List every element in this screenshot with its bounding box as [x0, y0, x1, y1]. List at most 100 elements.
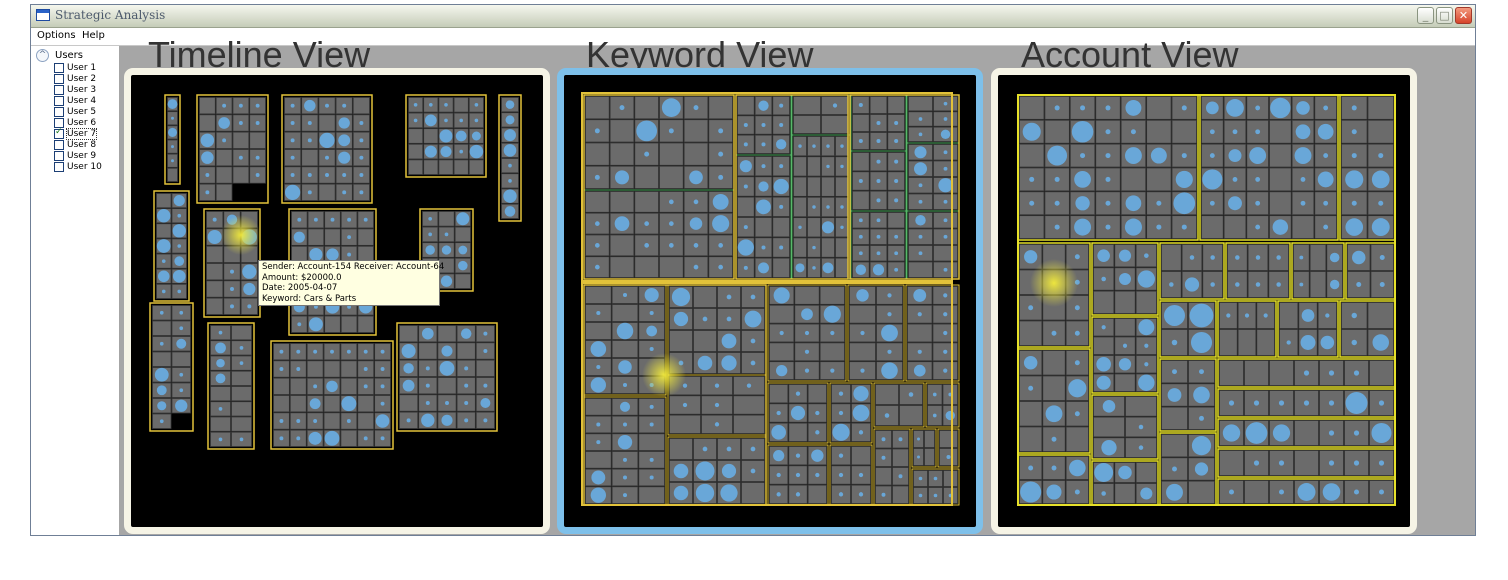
treemap-cell[interactable]	[454, 226, 471, 243]
transaction-dot[interactable]	[359, 173, 364, 177]
transaction-dot[interactable]	[1140, 487, 1153, 500]
transaction-dot[interactable]	[712, 193, 729, 210]
transaction-dot[interactable]	[504, 129, 516, 142]
treemap-cell[interactable]	[408, 143, 424, 160]
transaction-dot[interactable]	[218, 437, 223, 442]
transaction-dot[interactable]	[222, 103, 227, 108]
transaction-dot[interactable]	[894, 138, 899, 144]
treemap-cell[interactable]	[324, 315, 341, 333]
treemap-cell[interactable]	[1294, 420, 1319, 446]
treemap-cell[interactable]	[907, 323, 933, 343]
transaction-dot[interactable]	[743, 225, 748, 230]
transaction-dot[interactable]	[1351, 105, 1357, 111]
treemap-cell[interactable]	[399, 325, 419, 343]
treemap-cell[interactable]	[357, 395, 375, 413]
transaction-dot[interactable]	[363, 217, 368, 222]
transaction-dot[interactable]	[1138, 374, 1155, 391]
transaction-dot[interactable]	[363, 367, 368, 371]
transaction-dot[interactable]	[1228, 196, 1242, 211]
transaction-dot[interactable]	[307, 138, 312, 143]
transaction-dot[interactable]	[157, 208, 171, 223]
treemap-cell[interactable]	[156, 223, 172, 239]
transaction-dot[interactable]	[290, 138, 295, 143]
transaction-dot[interactable]	[1351, 153, 1357, 159]
transaction-dot[interactable]	[838, 492, 844, 497]
transaction-dot[interactable]	[795, 263, 805, 273]
transaction-dot[interactable]	[838, 472, 844, 478]
transaction-dot[interactable]	[255, 173, 260, 177]
treemap-cell[interactable]	[357, 228, 374, 246]
transaction-dot[interactable]	[296, 367, 301, 371]
transaction-dot[interactable]	[761, 164, 766, 169]
transaction-dot[interactable]	[445, 401, 449, 405]
transaction-dot[interactable]	[1181, 224, 1187, 230]
treemap-cell[interactable]	[340, 315, 358, 333]
treemap-cell[interactable]	[875, 384, 899, 405]
transaction-dot[interactable]	[1303, 400, 1310, 406]
transaction-dot[interactable]	[1029, 176, 1035, 182]
treemap-cell[interactable]	[323, 395, 341, 413]
transaction-dot[interactable]	[619, 401, 631, 412]
transaction-dot[interactable]	[413, 118, 418, 123]
treemap-cell[interactable]	[232, 131, 250, 149]
treemap-cell[interactable]	[754, 217, 773, 238]
transaction-dot[interactable]	[737, 239, 754, 256]
transaction-dot[interactable]	[826, 144, 830, 148]
transaction-dot[interactable]	[1181, 105, 1187, 111]
transaction-dot[interactable]	[161, 259, 166, 263]
treemap-cell[interactable]	[741, 482, 765, 504]
transaction-dot[interactable]	[313, 349, 318, 354]
transaction-dot[interactable]	[881, 455, 886, 460]
treemap-cell[interactable]	[210, 416, 231, 432]
transaction-dot[interactable]	[668, 199, 674, 205]
transaction-dot[interactable]	[726, 446, 732, 452]
treemap-cell[interactable]	[1309, 271, 1327, 298]
transaction-dot[interactable]	[380, 436, 385, 441]
treemap-cell[interactable]	[634, 191, 659, 213]
treemap-cell[interactable]	[908, 96, 933, 112]
transaction-dot[interactable]	[428, 232, 433, 237]
treemap-cell[interactable]	[793, 196, 807, 218]
transaction-dot[interactable]	[503, 144, 517, 157]
treemap-cell[interactable]	[769, 304, 795, 324]
transaction-dot[interactable]	[779, 103, 784, 108]
transaction-dot[interactable]	[693, 243, 699, 248]
transaction-dot[interactable]	[894, 251, 899, 256]
transaction-dot[interactable]	[1297, 483, 1316, 501]
transaction-dot[interactable]	[758, 262, 769, 274]
treemap-cell[interactable]	[908, 261, 933, 278]
transaction-dot[interactable]	[1096, 375, 1111, 390]
transaction-dot[interactable]	[444, 118, 448, 123]
treemap-cell[interactable]	[609, 119, 635, 143]
transaction-dot[interactable]	[297, 322, 302, 327]
transaction-dot[interactable]	[1122, 343, 1128, 348]
transaction-dot[interactable]	[205, 190, 210, 195]
transaction-dot[interactable]	[1096, 356, 1111, 372]
transaction-dot[interactable]	[172, 269, 186, 283]
treemap-cell[interactable]	[289, 395, 307, 413]
treemap-cell[interactable]	[634, 256, 659, 278]
transaction-dot[interactable]	[1379, 255, 1385, 260]
transaction-dot[interactable]	[758, 100, 769, 111]
treemap-cell[interactable]	[585, 96, 610, 120]
transaction-dot[interactable]	[380, 367, 385, 371]
transaction-dot[interactable]	[215, 342, 226, 354]
transaction-dot[interactable]	[1144, 343, 1149, 348]
transaction-dot[interactable]	[726, 294, 732, 300]
treemap-cell[interactable]	[437, 325, 457, 343]
transaction-dot[interactable]	[596, 440, 601, 445]
transaction-dot[interactable]	[622, 493, 628, 498]
transaction-dot[interactable]	[458, 245, 468, 255]
transaction-dot[interactable]	[596, 422, 601, 427]
transaction-dot[interactable]	[622, 475, 628, 480]
transaction-dot[interactable]	[156, 385, 167, 396]
transaction-dot[interactable]	[804, 330, 810, 336]
treemap-cell[interactable]	[821, 176, 835, 197]
treemap-cell[interactable]	[887, 212, 905, 229]
treemap-cell[interactable]	[1291, 215, 1315, 239]
transaction-dot[interactable]	[917, 312, 922, 317]
transaction-dot[interactable]	[1317, 171, 1334, 188]
transaction-dot[interactable]	[380, 401, 385, 406]
transaction-dot[interactable]	[622, 457, 628, 462]
transaction-dot[interactable]	[743, 184, 748, 189]
